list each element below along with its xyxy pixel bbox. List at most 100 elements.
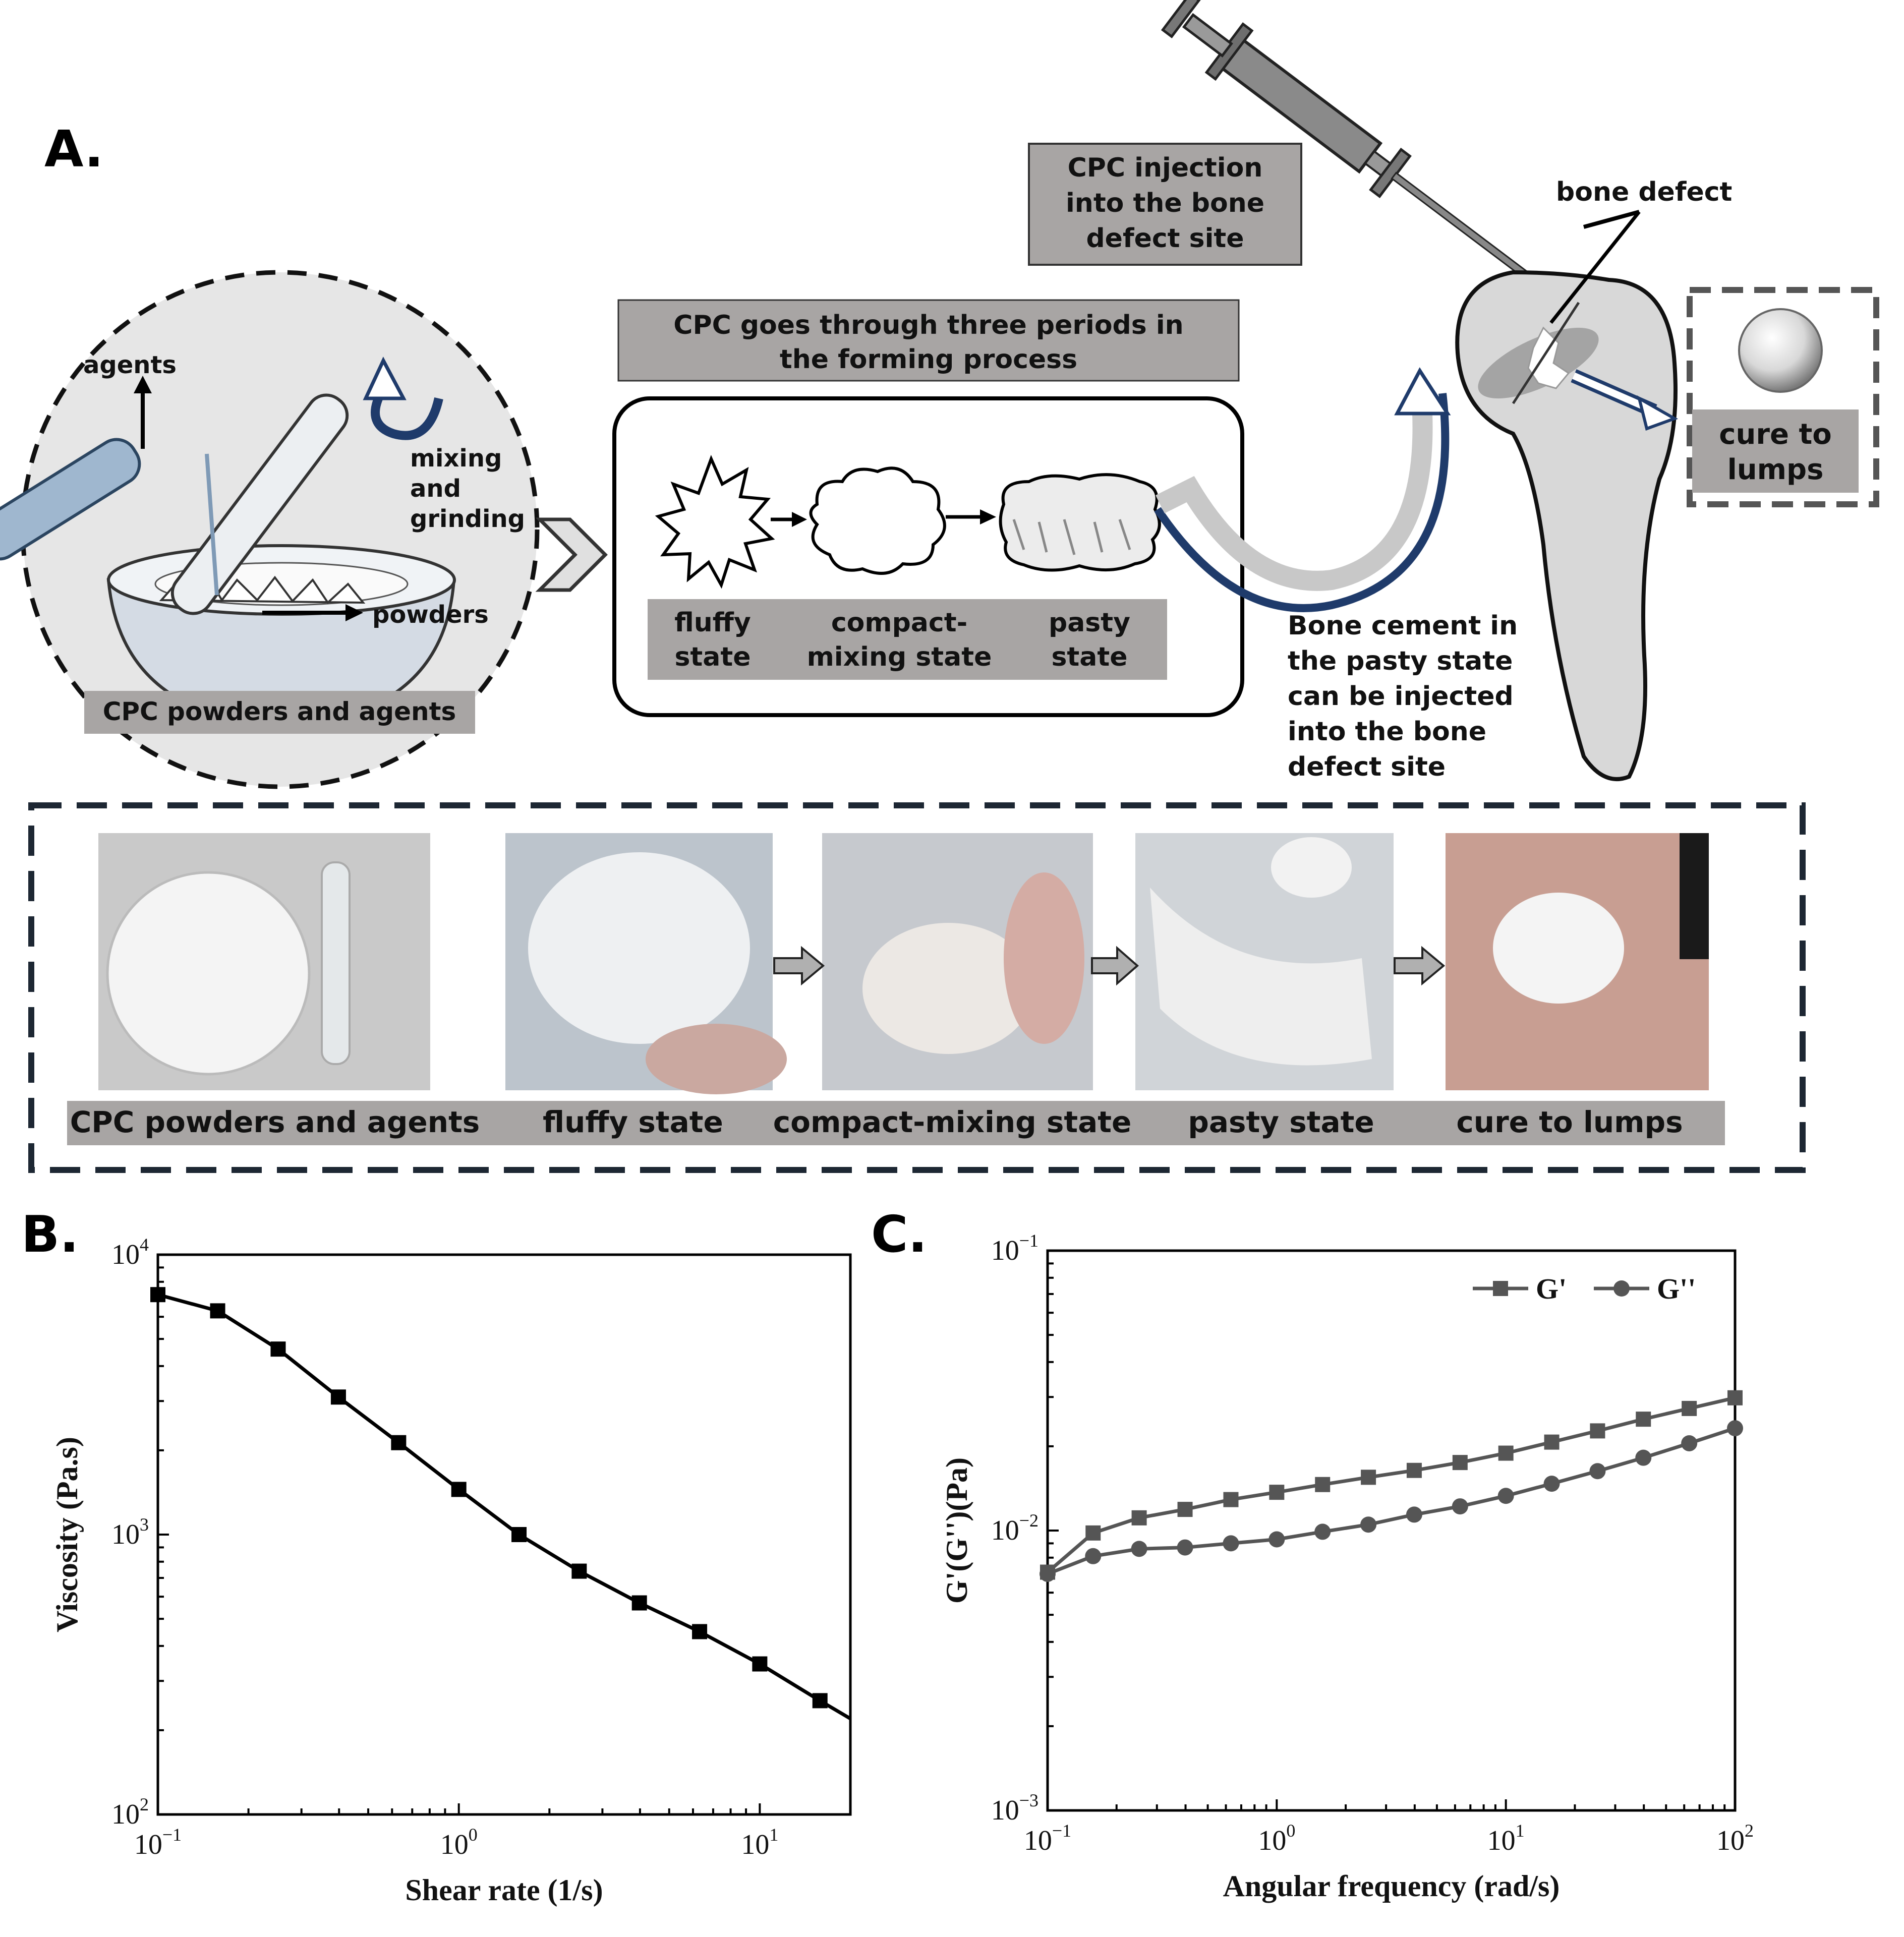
data-point xyxy=(812,1693,828,1709)
y-tick-label: 10−3 xyxy=(991,1790,1038,1826)
data-point xyxy=(1085,1548,1102,1564)
agents-label: agents xyxy=(83,351,177,379)
legend-marker xyxy=(1493,1281,1508,1296)
pasty-note-line3: can be injected xyxy=(1288,681,1514,712)
data-point xyxy=(752,1656,768,1672)
pasty-note-line4: into the bone xyxy=(1288,717,1486,747)
data-point xyxy=(692,1624,708,1639)
injection-line2: into the bone xyxy=(1066,188,1264,218)
data-point xyxy=(1315,1477,1331,1492)
data-point xyxy=(1269,1485,1285,1500)
data-point xyxy=(1452,1455,1468,1471)
pasty-note-line2: the pasty state xyxy=(1288,646,1513,676)
data-point xyxy=(1727,1420,1743,1437)
legend-label: G'' xyxy=(1657,1272,1696,1305)
data-point xyxy=(1223,1535,1239,1552)
fluffy-state-shape xyxy=(655,454,775,589)
x-tick-label: 101 xyxy=(741,1825,778,1860)
series-line xyxy=(1046,1396,1736,1574)
mixing-label-3: grinding xyxy=(410,505,525,533)
data-point xyxy=(1635,1449,1652,1466)
states-caption-box xyxy=(648,599,1167,680)
y-axis-label: G'(G'')(Pa) xyxy=(940,1457,973,1604)
mortar-caption-box xyxy=(84,691,475,734)
data-point xyxy=(330,1389,346,1405)
x-tick-label: 10−1 xyxy=(134,1825,182,1860)
photo-cpc-powders xyxy=(98,833,430,1090)
cure-dashed-frame xyxy=(1687,287,1879,507)
data-point xyxy=(210,1303,225,1319)
cure-line2: lumps xyxy=(1727,453,1824,486)
x-axis-label: Shear rate (1/s) xyxy=(405,1873,603,1907)
data-point xyxy=(391,1435,407,1450)
data-point xyxy=(1452,1498,1468,1515)
injection-flow-arrow-fill xyxy=(1156,413,1433,591)
data-point xyxy=(511,1527,527,1542)
x-tick-label: 102 xyxy=(1716,1821,1754,1856)
data-point xyxy=(1682,1400,1697,1416)
photo-caption-3: compact-mixing state xyxy=(773,1105,1132,1139)
periods-title-box xyxy=(617,299,1240,382)
state-arrow-2-head xyxy=(980,509,996,524)
data-point xyxy=(451,1482,467,1497)
periods-title-line1: CPC goes through three periods in xyxy=(673,310,1183,340)
photo-caption-bar xyxy=(67,1101,1725,1145)
x-axis-label: Angular frequency (rad/s) xyxy=(1223,1869,1560,1903)
data-point xyxy=(1406,1506,1422,1523)
data-point xyxy=(1085,1525,1101,1541)
bone-defect-pointer xyxy=(1583,210,1640,229)
state-pasty-line1: pasty xyxy=(1049,608,1130,638)
y-tick-label: 102 xyxy=(111,1794,149,1830)
data-point xyxy=(1177,1539,1193,1556)
data-point xyxy=(1361,1470,1376,1485)
photo-compact-mixing-state xyxy=(822,833,1093,1090)
data-point xyxy=(1268,1531,1285,1548)
pasty-state-shape xyxy=(999,473,1161,572)
photo-arrow-2 xyxy=(1091,946,1139,986)
state-pasty-line2: state xyxy=(1051,642,1127,672)
panel-label-b: B. xyxy=(21,1205,79,1264)
powders-label: powders xyxy=(372,601,489,629)
data-point xyxy=(1590,1423,1605,1439)
series-line xyxy=(1047,1426,1736,1576)
mixing-label-1: mixing xyxy=(410,444,502,473)
pasty-note-line1: Bone cement in xyxy=(1288,611,1518,641)
photo-caption-2: fluffy state xyxy=(543,1105,723,1139)
x-tick-label: 100 xyxy=(440,1825,478,1860)
injection-box xyxy=(1028,143,1302,266)
injection-flow-arrowhead xyxy=(1394,367,1451,416)
photo-arrow-3 xyxy=(1394,946,1446,986)
cure-arrowhead xyxy=(1637,395,1679,431)
data-point xyxy=(1727,1390,1743,1405)
data-point xyxy=(1314,1523,1331,1540)
injection-flow-arrow xyxy=(1154,393,1450,612)
legend-label: G' xyxy=(1536,1272,1567,1305)
cure-caption-box xyxy=(1692,409,1859,493)
data-point xyxy=(1360,1516,1377,1533)
data-point xyxy=(150,1287,165,1303)
data-point xyxy=(270,1341,286,1357)
data-point xyxy=(1223,1492,1239,1507)
compact-mixing-state-shape xyxy=(809,466,946,575)
photo-caption-4: pasty state xyxy=(1188,1105,1374,1139)
y-tick-label: 104 xyxy=(111,1235,149,1270)
state-fluffy-line2: state xyxy=(674,642,751,672)
photo-cure-to-lumps xyxy=(1446,833,1709,1090)
injection-line1: CPC injection xyxy=(1068,153,1263,183)
bone-defect-pointer-line xyxy=(1549,210,1641,324)
panel-label-a: A. xyxy=(44,120,103,179)
cure-line1: cure to xyxy=(1719,418,1831,451)
data-point xyxy=(1589,1463,1606,1480)
chevron-right-icon xyxy=(535,517,608,592)
data-point xyxy=(1406,1462,1422,1478)
y-tick-label: 10−2 xyxy=(991,1510,1038,1546)
x-tick-label: 10−1 xyxy=(1024,1821,1071,1856)
y-axis-label: Viscosity (Pa.s) xyxy=(50,1437,84,1632)
x-tick-label: 101 xyxy=(1487,1821,1525,1856)
panel-label-c: C. xyxy=(871,1205,927,1264)
data-point xyxy=(1543,1476,1560,1492)
data-point xyxy=(1636,1412,1651,1427)
data-point xyxy=(1497,1488,1514,1504)
